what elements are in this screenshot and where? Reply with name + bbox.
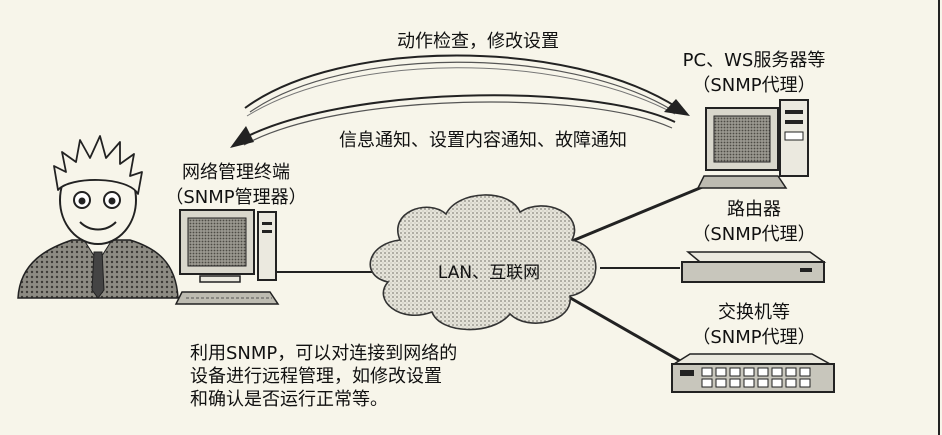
person-icon <box>17 135 179 299</box>
arrow-notification <box>230 94 676 148</box>
agent-switch-subtitle: （SNMP代理） <box>692 327 816 348</box>
manager-computer-icon <box>174 209 280 305</box>
caption-line: 设备进行远程管理，如修改设置 <box>190 366 442 387</box>
router-icon <box>681 251 827 283</box>
arrow-notification-label: 信息通知、设置内容通知、故障通知 <box>339 130 627 151</box>
link-switch <box>559 290 683 364</box>
agent-router-subtitle: （SNMP代理） <box>692 224 816 245</box>
caption-line: 利用SNMP，可以对连接到网络的 <box>190 343 458 364</box>
manager-title: 网络管理终端 <box>182 162 290 183</box>
arrow-request <box>244 54 690 117</box>
diagram-caption: 利用SNMP，可以对连接到网络的 设备进行远程管理，如修改设置 和确认是否运行正… <box>190 342 457 411</box>
agent-switch-title: 交换机等 <box>718 302 790 323</box>
link-pc <box>559 181 713 248</box>
agent-pc-subtitle: （SNMP代理） <box>692 75 816 96</box>
cloud-label: LAN、互联网 <box>437 263 541 283</box>
network-cloud <box>369 194 597 331</box>
server-pc-icon <box>696 99 809 189</box>
agent-router-title: 路由器 <box>727 199 781 220</box>
manager-subtitle: （SNMP管理器） <box>165 187 307 208</box>
caption-line: 和确认是否运行正常等。 <box>190 389 388 410</box>
arrow-request-label: 动作检查，修改设置 <box>397 31 559 52</box>
switch-icon <box>671 353 835 393</box>
agent-pc-title: PC、WS服务器等 <box>682 50 826 71</box>
